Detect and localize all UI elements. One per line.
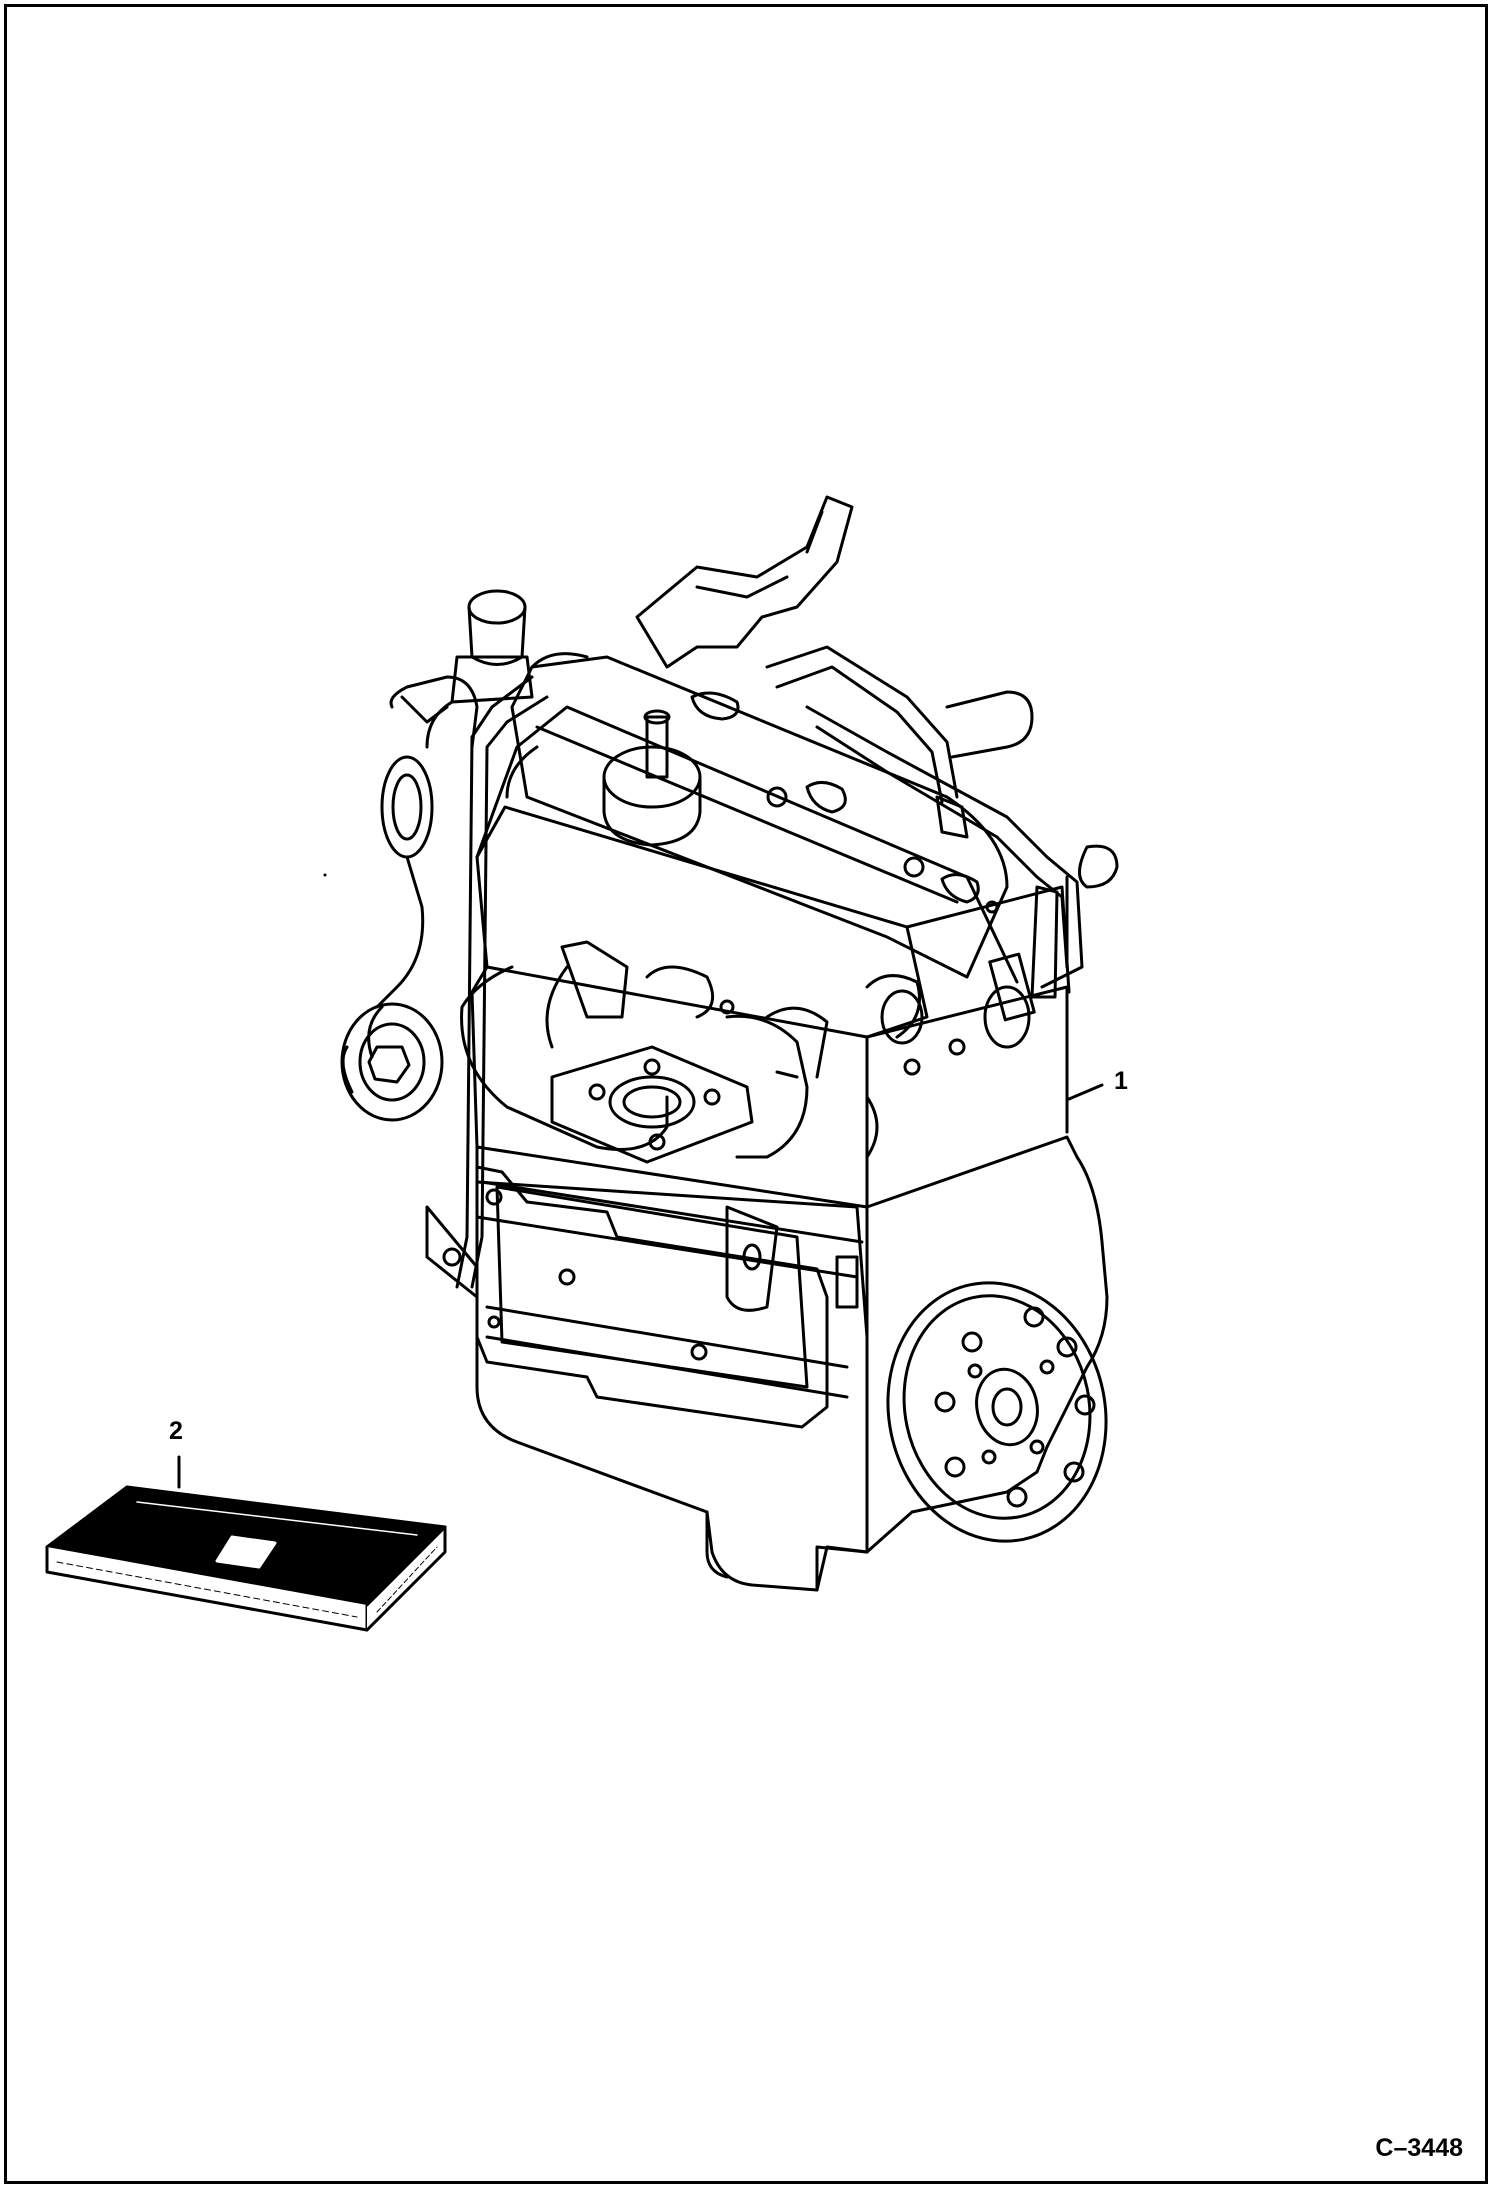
manual-illustration	[45, 1485, 447, 1632]
valve-cover	[510, 655, 1009, 979]
oil-filler-cap	[602, 709, 702, 847]
crank-pulley	[340, 1002, 444, 1122]
engine-oil-pan	[475, 1180, 869, 1592]
exploded-view-drawing	[45, 495, 1119, 1632]
flywheel-flange	[886, 1281, 1108, 1543]
coolant-outlet	[945, 690, 1034, 759]
manual-label	[215, 1535, 277, 1569]
lifting-bracket	[635, 495, 854, 669]
injection-lines	[765, 645, 1084, 1022]
callout-1-label: 1	[1114, 1067, 1128, 1095]
drawing-sheet: 1 2 C–3448	[4, 4, 1488, 2184]
water-pump	[367, 675, 479, 1059]
drawing-number: C–3448	[1375, 2134, 1463, 2162]
breather-tube	[455, 675, 534, 1289]
thermostat-housing	[425, 589, 534, 749]
callout-2-label: 2	[169, 1417, 183, 1445]
engine-illustration	[340, 495, 1119, 1592]
callout-1-leader	[1067, 1083, 1104, 1101]
exhaust-flange	[550, 1045, 754, 1164]
side-cover-plate	[475, 1165, 829, 1429]
engine-block-front	[865, 1135, 1109, 1554]
exhaust-manifold	[460, 940, 809, 1159]
cylinder-head	[475, 805, 929, 1039]
